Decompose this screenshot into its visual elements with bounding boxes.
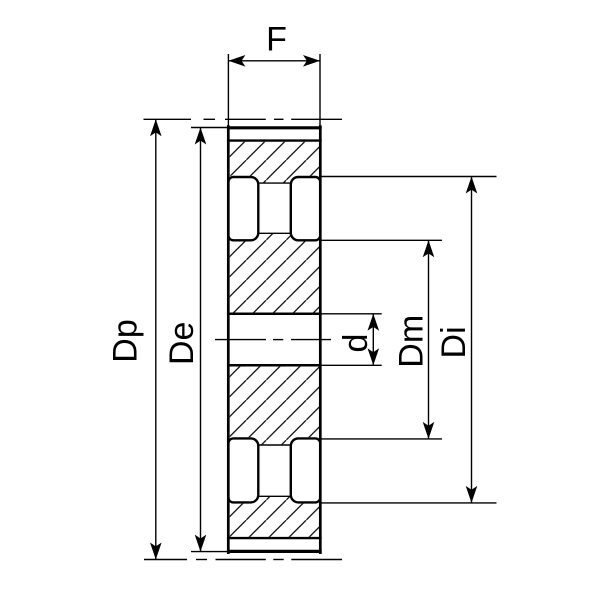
svg-text:F: F — [266, 20, 287, 58]
svg-text:Di: Di — [435, 326, 473, 358]
svg-text:d: d — [337, 334, 375, 353]
svg-text:Dp: Dp — [107, 319, 145, 362]
svg-text:Dm: Dm — [392, 315, 430, 368]
svg-text:De: De — [163, 322, 201, 365]
